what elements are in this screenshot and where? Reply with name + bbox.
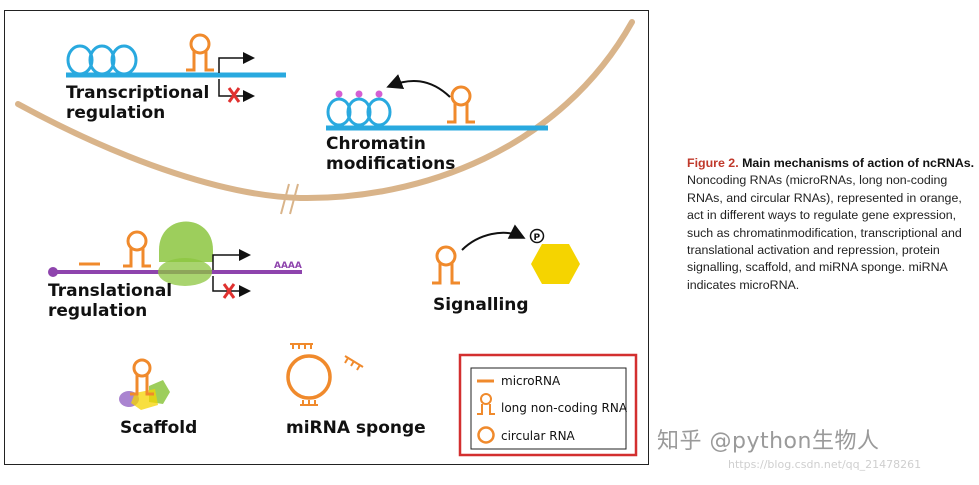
- signalling-arrow: [461, 224, 526, 251]
- chromatin-label-line2: modifications: [326, 154, 455, 174]
- lncrna-icon: [186, 33, 214, 72]
- lncrna-legend-icon: [477, 393, 495, 415]
- translational-regulation-panel: AAAA Translational regulation: [48, 221, 302, 321]
- modification-arrow: [386, 74, 451, 98]
- transcription-start-arrow: [218, 52, 255, 73]
- repressed-transcription-arrow: [218, 79, 255, 102]
- translation-start-arrow: [212, 249, 251, 270]
- ribosome-icon: [158, 221, 213, 286]
- scaffold-label: Scaffold: [120, 418, 197, 438]
- block-x-icon: [222, 283, 236, 299]
- mrna-cap: [48, 267, 58, 277]
- kinase-hexagon: [531, 244, 580, 284]
- nuclear-pore: [280, 183, 299, 215]
- legend-label-circrna: circular RNA: [501, 429, 576, 443]
- bound-microrna-group: [290, 343, 364, 406]
- transcriptional-label-line2: regulation: [66, 103, 165, 123]
- legend-highlight-frame: [458, 353, 638, 457]
- caption-heading: Figure 2. Main mechanisms of action of n…: [687, 155, 975, 172]
- nucleosome-group: [66, 44, 138, 76]
- caption-title: Main mechanisms of action of ncRNAs.: [742, 156, 975, 170]
- signalling-panel: P Signalling: [432, 224, 580, 315]
- translational-label-line2: regulation: [48, 301, 147, 321]
- sponge-label: miRNA sponge: [286, 418, 426, 438]
- nuclear-membrane: [15, 19, 635, 202]
- lncrna-icon: [447, 85, 475, 124]
- methylation-mark-group: [335, 90, 383, 98]
- caption-body: Noncoding RNAs (microRNAs, long non-codi…: [687, 173, 962, 292]
- lncrna-icon: [123, 230, 151, 268]
- circular-rna-icon: [286, 354, 332, 400]
- protein-blob: [131, 389, 158, 410]
- legend-box: microRNA long non-coding RNA circular RN…: [458, 353, 638, 457]
- polya-tail-label: AAAA: [274, 261, 302, 271]
- signalling-label: Signalling: [433, 295, 529, 315]
- transcriptional-label-line1: Transcriptional: [66, 83, 209, 103]
- phosphate-badge: [529, 228, 545, 244]
- nucleosome-group: [326, 97, 392, 127]
- translational-label-line1: Translational: [48, 281, 172, 301]
- chromatin-label-line1: Chromatin: [326, 134, 426, 154]
- block-x-icon: [227, 87, 241, 103]
- legend-label-lncrna: long non-coding RNA: [501, 401, 628, 415]
- figure-frame: [4, 10, 649, 465]
- lncrna-icon: [432, 245, 460, 285]
- circrna-legend-icon: [477, 426, 495, 444]
- lncrna-icon: [130, 358, 154, 396]
- caption-figure-number: Figure 2.: [687, 156, 739, 170]
- phosphate-label: P: [534, 233, 541, 243]
- legend-label-microrna: microRNA: [501, 374, 561, 388]
- chromatin-modifications-panel: Chromatin modifications: [326, 74, 548, 174]
- legend-inner-frame: [470, 367, 627, 450]
- watermark-text: 知乎 @python生物人: [657, 429, 880, 454]
- transcriptional-regulation-panel: Transcriptional regulation: [66, 33, 286, 123]
- figure-caption: Figure 2. Main mechanisms of action of n…: [687, 155, 975, 294]
- mirna-sponge-panel: miRNA sponge: [286, 343, 426, 438]
- repressed-translation-arrow: [212, 276, 251, 297]
- watermark-url: https://blog.csdn.net/qq_21478261: [728, 458, 922, 471]
- scaffold-panel: Scaffold: [119, 358, 197, 438]
